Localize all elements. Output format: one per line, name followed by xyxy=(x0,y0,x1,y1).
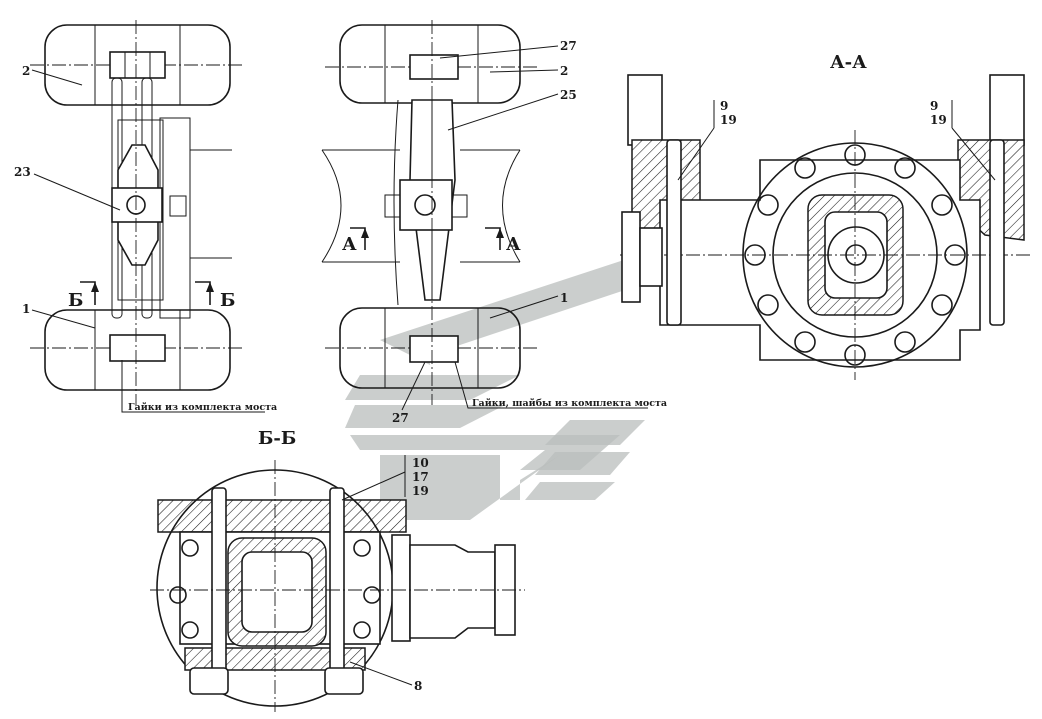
section-aa-title: А-А xyxy=(830,52,867,73)
callout-27-bottom: 27 xyxy=(392,411,409,425)
view-middle: А А 27 2 25 1 27 Гайки, шайбы из комплек… xyxy=(321,20,667,425)
cut-mark-a-right: А xyxy=(506,234,521,255)
callout-9-right: 9 xyxy=(930,99,938,113)
callout-10: 10 xyxy=(412,456,429,470)
callout-1-left: 1 xyxy=(22,302,30,316)
callout-2-left: 2 xyxy=(22,64,30,78)
watermark-logo xyxy=(345,235,700,520)
callout-9-left: 9 xyxy=(720,99,728,113)
hub-top-left xyxy=(109,51,166,79)
stud-left-bb xyxy=(211,487,227,694)
frame-rail-left xyxy=(159,117,191,319)
callout-19-left: 19 xyxy=(720,113,737,127)
section-aa: А-А xyxy=(620,52,1030,380)
callout-25: 25 xyxy=(560,88,577,102)
wheel-bottom-left xyxy=(44,309,231,391)
stud-right-bb xyxy=(329,487,345,694)
callout-1-middle: 1 xyxy=(560,291,568,305)
stud-right-aa xyxy=(989,139,1005,326)
cut-mark-b-right: Б xyxy=(220,290,235,311)
callout-2-middle: 2 xyxy=(560,64,568,78)
hub-bottom-left xyxy=(109,334,166,362)
section-bb: Б-Б 10 17 19 8 xyxy=(150,428,525,712)
callout-19-bb: 19 xyxy=(412,484,429,498)
callout-19-right: 19 xyxy=(930,113,947,127)
callout-27-top: 27 xyxy=(560,39,577,53)
end-flange-aa xyxy=(621,211,641,303)
cut-mark-b-left: Б xyxy=(68,290,83,311)
cut-mark-a-left: А xyxy=(342,234,357,255)
hub-top-middle xyxy=(409,54,459,80)
callout-23: 23 xyxy=(14,165,31,179)
view-left: Б Б 2 23 1 Гайки из комплекта моста xyxy=(14,20,277,413)
axle-center-middle xyxy=(399,179,453,231)
note-left: Гайки из комплекта моста xyxy=(128,402,277,413)
hub-bottom-middle xyxy=(409,335,459,363)
bolt-circle-bb xyxy=(169,539,381,639)
stud-left-aa xyxy=(666,139,682,326)
callout-17: 17 xyxy=(412,470,429,484)
axle-center-left xyxy=(111,187,163,223)
note-middle: Гайки, шайбы из комплекта моста xyxy=(472,398,667,409)
section-bb-title: Б-Б xyxy=(258,428,296,449)
callout-8: 8 xyxy=(414,679,422,693)
top-plate-bb xyxy=(157,499,407,533)
output-flange-bb xyxy=(409,544,496,639)
